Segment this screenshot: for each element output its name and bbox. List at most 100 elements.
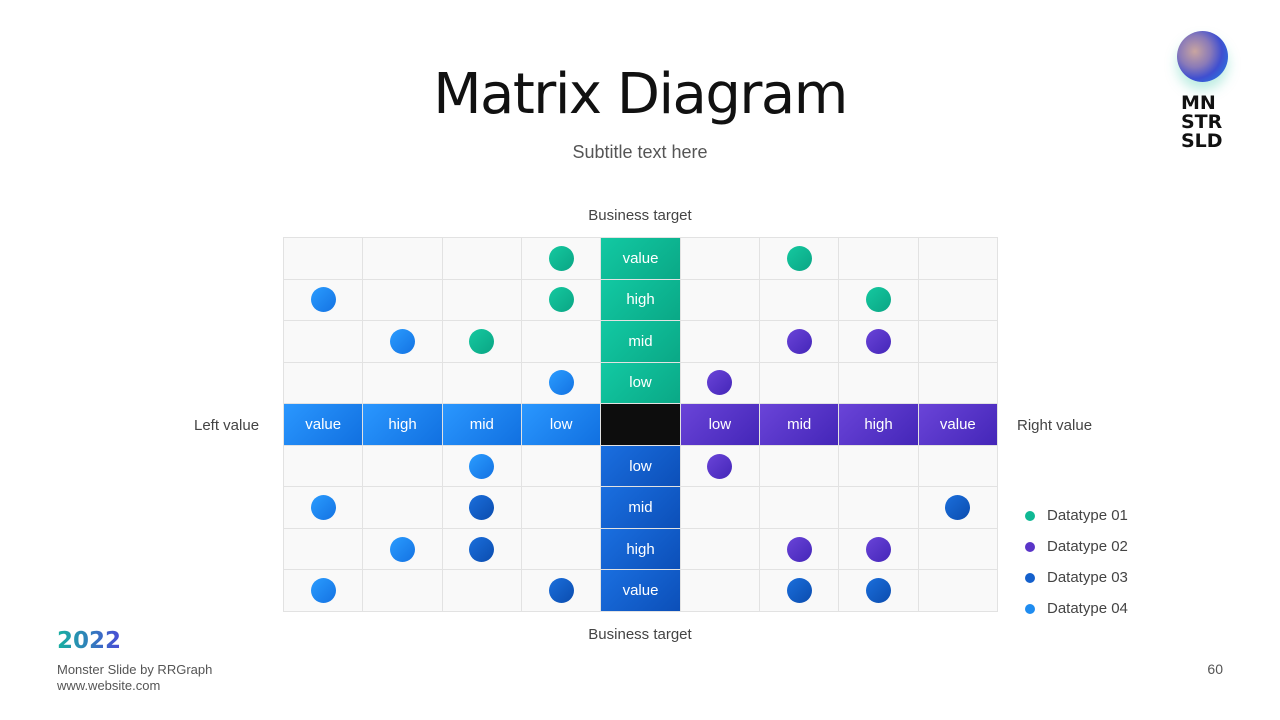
datatype-03-dot xyxy=(945,495,971,521)
matrix-cell xyxy=(759,320,840,363)
logo-sphere-icon xyxy=(1177,31,1228,82)
matrix-cell xyxy=(362,444,443,488)
matrix-cell xyxy=(917,361,998,405)
legend-label: Datatype 04 xyxy=(1047,600,1128,617)
matrix-cell xyxy=(521,278,602,322)
matrix-cell xyxy=(759,569,840,612)
axis-top-label: Business target xyxy=(588,207,692,224)
matrix-cell xyxy=(838,361,919,405)
matrix-cell xyxy=(283,486,364,529)
legend-dot-icon xyxy=(1025,541,1035,552)
matrix-cell xyxy=(362,237,443,280)
header-cell-left: mid xyxy=(441,403,522,446)
header-cell-right: value xyxy=(917,403,998,446)
footer-year: 2022 xyxy=(57,628,122,654)
matrix-cell xyxy=(283,361,364,405)
matrix-cell xyxy=(521,444,602,488)
matrix-cell xyxy=(838,320,919,363)
matrix-cell xyxy=(759,361,840,405)
matrix-cell xyxy=(917,569,998,612)
footer-website[interactable]: www.website.com xyxy=(57,678,161,693)
matrix-cell xyxy=(283,320,364,363)
datatype-01-dot xyxy=(548,245,574,271)
matrix-cell xyxy=(362,486,443,529)
legend-dot-icon xyxy=(1025,572,1035,583)
logo-line: SLD xyxy=(1181,130,1223,152)
matrix-cell xyxy=(679,444,760,488)
matrix-cell xyxy=(362,569,443,612)
legend-item: Datatype 01 xyxy=(1025,500,1128,531)
matrix-cell xyxy=(441,444,522,488)
header-cell-bottom: value xyxy=(600,569,681,612)
matrix-cell xyxy=(521,237,602,280)
matrix-cell xyxy=(759,278,840,322)
matrix-cell xyxy=(283,527,364,571)
matrix-cell xyxy=(917,278,998,322)
matrix-cell xyxy=(679,486,760,529)
legend-dot-icon xyxy=(1025,603,1035,614)
datatype-02-dot xyxy=(865,328,891,354)
header-cell-right: high xyxy=(838,403,919,446)
legend-item: Datatype 04 xyxy=(1025,593,1128,624)
legend-label: Datatype 01 xyxy=(1047,507,1128,524)
datatype-03-dot xyxy=(469,495,495,521)
matrix-cell xyxy=(362,278,443,322)
matrix-cell xyxy=(441,569,522,612)
matrix-cell xyxy=(917,320,998,363)
logo-line: MN xyxy=(1181,92,1216,114)
logo-text: MN STR SLD xyxy=(1181,94,1223,151)
header-cell-top: value xyxy=(600,237,681,280)
matrix-cell xyxy=(283,278,364,322)
matrix-cell xyxy=(838,527,919,571)
header-cell-right: low xyxy=(679,403,760,446)
matrix-cell xyxy=(521,486,602,529)
matrix-cell xyxy=(283,237,364,280)
datatype-04-dot xyxy=(548,370,574,396)
datatype-01-dot xyxy=(786,245,812,271)
header-cell-bottom: high xyxy=(600,527,681,571)
header-cell-right: mid xyxy=(759,403,840,446)
datatype-02-dot xyxy=(786,536,812,562)
matrix-cell xyxy=(917,444,998,488)
datatype-04-dot xyxy=(389,328,415,354)
matrix-cell xyxy=(917,527,998,571)
legend-item: Datatype 02 xyxy=(1025,531,1128,562)
datatype-02-dot xyxy=(707,453,733,479)
matrix-cell xyxy=(679,237,760,280)
matrix-cell xyxy=(838,237,919,280)
datatype-01-dot xyxy=(548,287,574,313)
matrix-cell xyxy=(441,237,522,280)
header-cell-bottom: low xyxy=(600,444,681,488)
matrix-cell xyxy=(838,486,919,529)
datatype-02-dot xyxy=(707,370,733,396)
matrix-cell xyxy=(838,278,919,322)
axis-right-label: Right value xyxy=(1017,417,1093,434)
legend-label: Datatype 03 xyxy=(1047,569,1128,586)
matrix-cell xyxy=(838,569,919,612)
matrix-cell xyxy=(679,361,760,405)
axis-bottom-label: Business target xyxy=(588,626,692,643)
header-cell-bottom: mid xyxy=(600,486,681,529)
matrix-cell xyxy=(679,320,760,363)
matrix-cell xyxy=(521,320,602,363)
legend-item: Datatype 03 xyxy=(1025,562,1128,593)
datatype-01-dot xyxy=(865,287,891,313)
matrix-cell xyxy=(759,527,840,571)
header-cell-left: value xyxy=(283,403,364,446)
header-cell-top: high xyxy=(600,278,681,322)
matrix-cell xyxy=(679,278,760,322)
datatype-03-dot xyxy=(469,536,495,562)
matrix-cell xyxy=(838,444,919,488)
matrix-cell xyxy=(441,278,522,322)
datatype-03-dot xyxy=(865,578,891,604)
matrix-cell xyxy=(362,361,443,405)
page-number: 60 xyxy=(1207,661,1223,677)
page-title: Matrix Diagram xyxy=(433,62,848,127)
matrix-cell xyxy=(362,527,443,571)
matrix-cell xyxy=(441,320,522,363)
header-cell-left: low xyxy=(521,403,602,446)
matrix-cell xyxy=(441,527,522,571)
logo-line: STR xyxy=(1181,111,1223,133)
matrix-cell xyxy=(679,527,760,571)
